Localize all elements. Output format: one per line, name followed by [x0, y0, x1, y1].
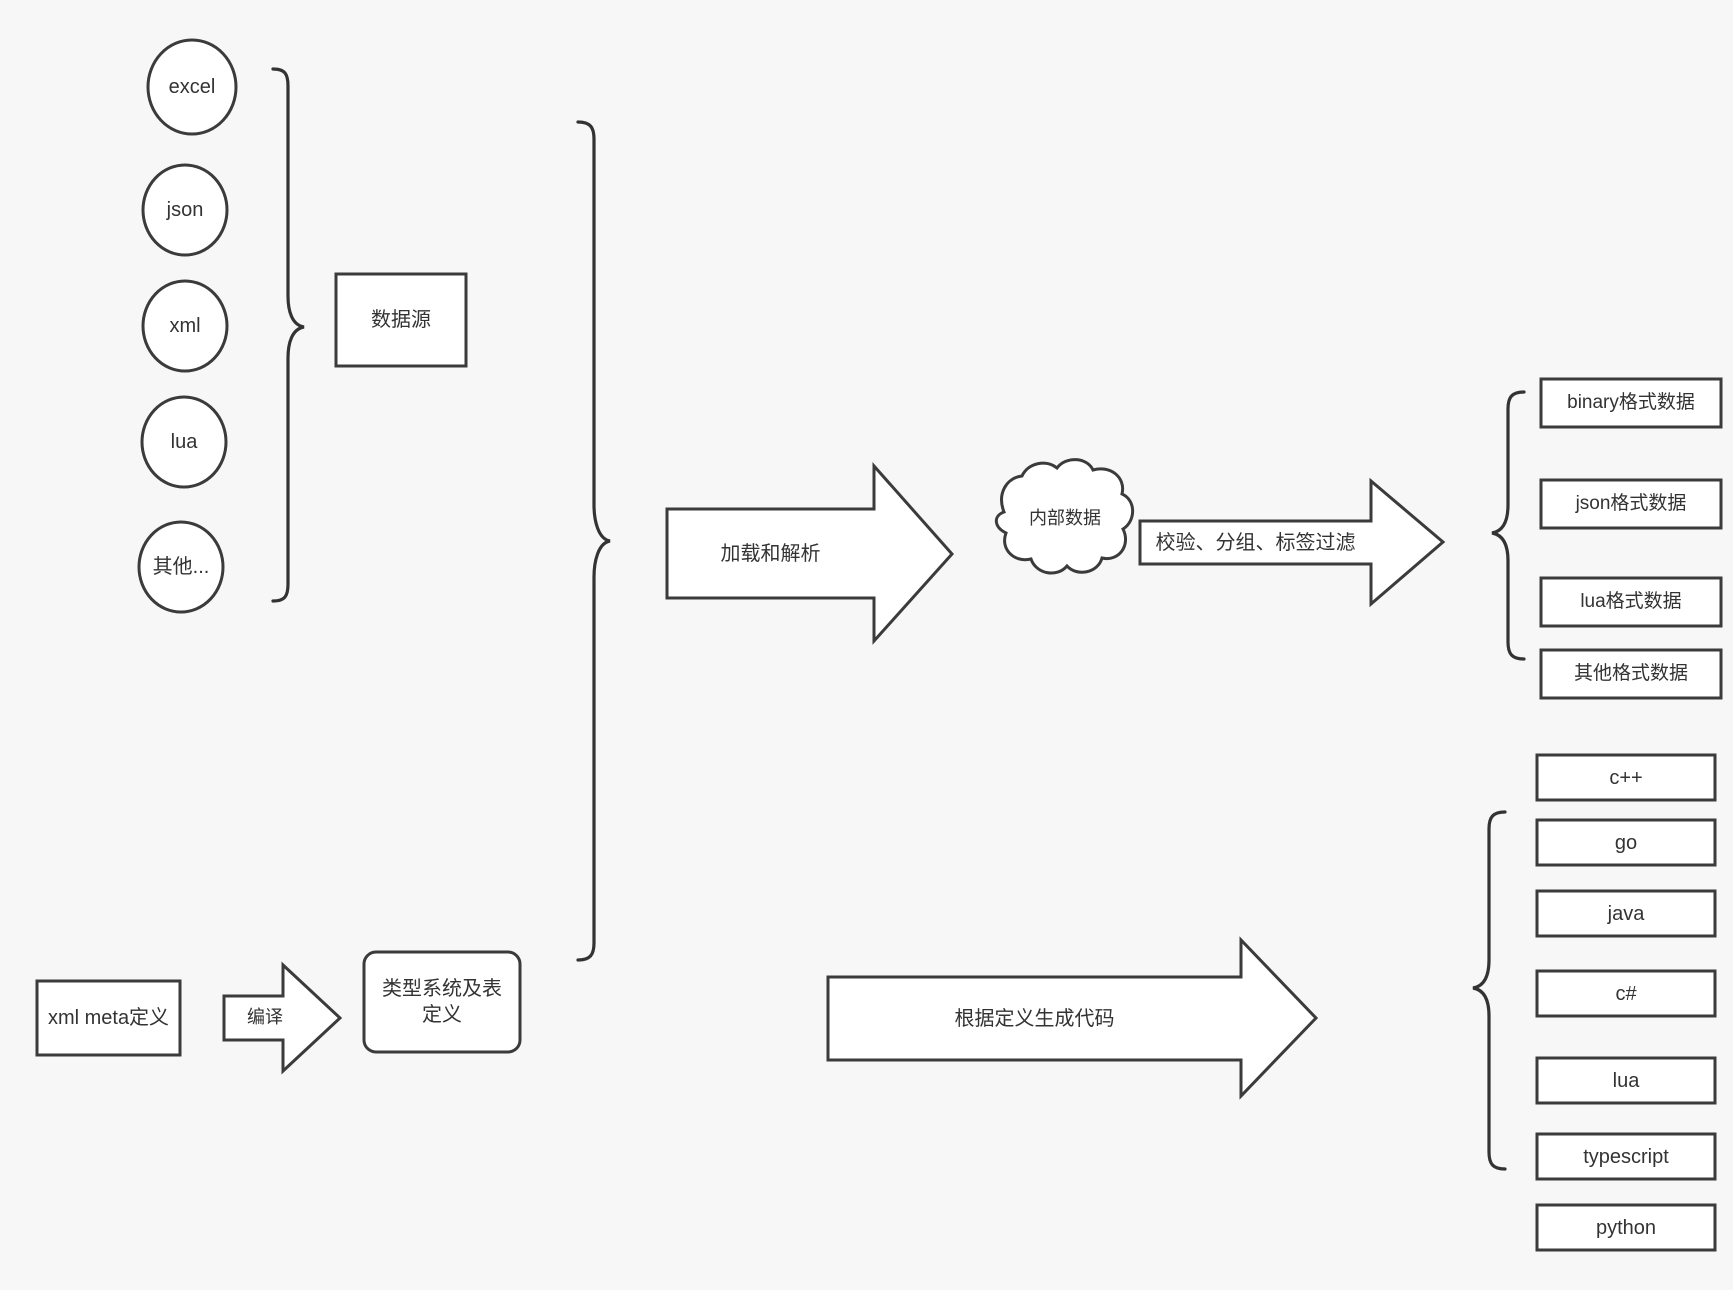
- source-node-json[interactable]: [141, 163, 229, 257]
- lang-box-java[interactable]: [1535, 889, 1717, 938]
- source-node-other[interactable]: [137, 520, 225, 614]
- output-box-json[interactable]: [1539, 478, 1723, 530]
- codegen-arrow[interactable]: [826, 936, 1319, 1100]
- brace-data-sources: [271, 67, 305, 603]
- brace-output-formats: [1491, 390, 1526, 661]
- lang-box-typescript[interactable]: [1535, 1132, 1717, 1181]
- lang-box-cpp[interactable]: [1535, 753, 1717, 802]
- type-system-box[interactable]: [362, 950, 522, 1054]
- source-node-xml[interactable]: [141, 279, 229, 373]
- internal-data-cloud[interactable]: [994, 458, 1135, 575]
- validate-group-filter-arrow[interactable]: [1138, 477, 1446, 608]
- source-node-excel[interactable]: [146, 38, 238, 136]
- output-box-binary[interactable]: [1539, 377, 1723, 429]
- lang-box-csharp[interactable]: [1535, 969, 1717, 1018]
- lang-box-python[interactable]: [1535, 1203, 1717, 1252]
- lang-box-lua[interactable]: [1535, 1056, 1717, 1105]
- load-parse-arrow[interactable]: [665, 462, 955, 645]
- compile-arrow[interactable]: [222, 961, 343, 1075]
- data-source-box[interactable]: [334, 272, 468, 368]
- output-box-other[interactable]: [1539, 648, 1723, 700]
- brace-codegen-languages: [1472, 810, 1507, 1171]
- brace-pipeline-input: [576, 120, 611, 962]
- source-node-lua[interactable]: [140, 395, 228, 489]
- lang-box-go[interactable]: [1535, 818, 1717, 867]
- xml-meta-definition-box[interactable]: [35, 979, 182, 1057]
- output-box-lua[interactable]: [1539, 576, 1723, 628]
